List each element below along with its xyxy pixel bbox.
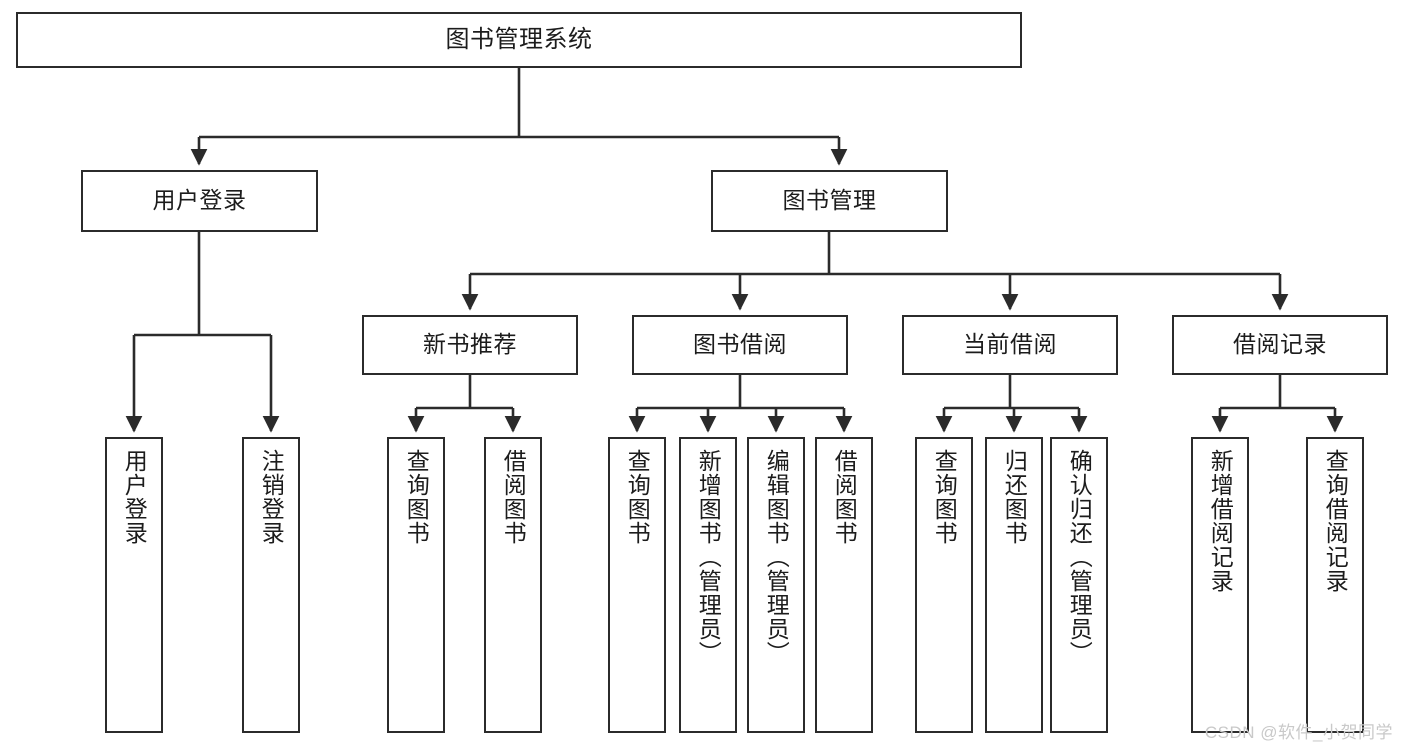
node-borrow-record[interactable]: 借阅记录 [1172, 315, 1388, 375]
node-label: 新增借阅记录 [1207, 449, 1234, 593]
node-leaf-borrow-book-1[interactable]: 借阅图书 [484, 437, 542, 733]
node-leaf-confirm-return[interactable]: 确认归还（管理员） [1050, 437, 1108, 733]
node-label: 归还图书 [1001, 449, 1028, 545]
node-leaf-query-book-1[interactable]: 查询图书 [387, 437, 445, 733]
watermark: CSDN @软件_小贺同学 [1204, 723, 1393, 742]
node-root-system[interactable]: 图书管理系统 [16, 12, 1022, 68]
node-label: 查询借阅记录 [1322, 449, 1349, 593]
node-label: 借阅记录 [1233, 331, 1327, 358]
node-label: 借阅图书 [500, 449, 527, 545]
node-leaf-user-login[interactable]: 用户登录 [105, 437, 163, 733]
node-label: 图书管理 [782, 187, 877, 214]
node-label: 借阅图书 [831, 449, 858, 545]
node-book-borrow[interactable]: 图书借阅 [632, 315, 848, 375]
node-label: 新书推荐 [423, 331, 517, 358]
node-label: 图书管理系统 [445, 25, 593, 53]
node-user-login[interactable]: 用户登录 [81, 170, 318, 232]
node-leaf-return-book[interactable]: 归还图书 [985, 437, 1043, 733]
node-new-book-recommend[interactable]: 新书推荐 [362, 315, 578, 375]
node-label: 确认归还（管理员） [1066, 449, 1093, 665]
node-current-borrow[interactable]: 当前借阅 [902, 315, 1118, 375]
node-leaf-borrow-book-2[interactable]: 借阅图书 [815, 437, 873, 733]
node-label: 用户登录 [121, 449, 148, 545]
node-leaf-query-book-2[interactable]: 查询图书 [608, 437, 666, 733]
node-leaf-query-record[interactable]: 查询借阅记录 [1306, 437, 1364, 733]
node-label: 编辑图书（管理员） [763, 449, 790, 665]
node-leaf-add-book[interactable]: 新增图书（管理员） [679, 437, 737, 733]
node-label: 查询图书 [624, 449, 651, 545]
node-label: 图书借阅 [693, 331, 787, 358]
node-label: 用户登录 [152, 187, 247, 214]
node-label: 查询图书 [931, 449, 958, 545]
node-leaf-query-book-3[interactable]: 查询图书 [915, 437, 973, 733]
node-leaf-logout-login[interactable]: 注销登录 [242, 437, 300, 733]
node-book-manage[interactable]: 图书管理 [711, 170, 948, 232]
node-leaf-edit-book[interactable]: 编辑图书（管理员） [747, 437, 805, 733]
node-label: 新增图书（管理员） [695, 449, 722, 665]
node-label: 当前借阅 [963, 331, 1057, 358]
node-label: 查询图书 [403, 449, 430, 545]
node-leaf-add-record[interactable]: 新增借阅记录 [1191, 437, 1249, 733]
node-label: 注销登录 [258, 449, 285, 545]
